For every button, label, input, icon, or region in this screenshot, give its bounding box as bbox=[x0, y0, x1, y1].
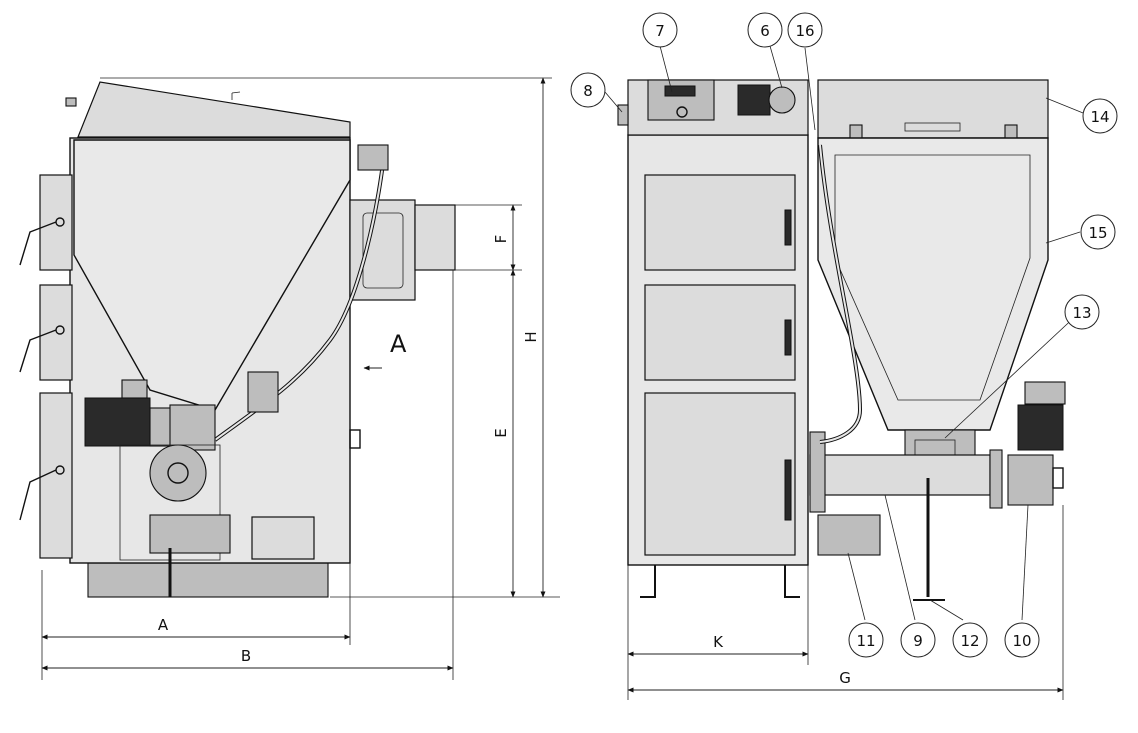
front-feeder-motor bbox=[1017, 404, 1064, 451]
callout-6: 6 bbox=[747, 12, 783, 48]
callout-8-label: 8 bbox=[583, 82, 593, 100]
callout-12: 12 bbox=[952, 622, 988, 658]
dimension-h: H bbox=[100, 77, 552, 598]
side-doors bbox=[19, 174, 73, 559]
callout-10-label: 10 bbox=[1012, 632, 1031, 650]
callout-7: 7 bbox=[642, 12, 678, 48]
front-burner-tube bbox=[809, 454, 991, 496]
side-flue-flange bbox=[349, 199, 416, 301]
front-gearbox bbox=[1007, 454, 1054, 506]
view-marker-a: A bbox=[390, 330, 407, 358]
side-hopper-lid bbox=[77, 81, 351, 138]
side-view: A A B F E bbox=[19, 77, 560, 680]
callout-11: 11 bbox=[848, 622, 884, 658]
callout-16-label: 16 bbox=[795, 22, 814, 40]
front-fan bbox=[817, 514, 881, 556]
callout-11-label: 11 bbox=[856, 632, 875, 650]
front-vent-grille bbox=[737, 84, 771, 116]
dimension-b: B bbox=[41, 270, 454, 680]
callout-9: 9 bbox=[900, 622, 936, 658]
dimension-e-label: E bbox=[492, 428, 510, 437]
front-doors bbox=[644, 174, 796, 556]
side-feeder-motor bbox=[84, 397, 151, 447]
dimension-a-label: A bbox=[158, 616, 169, 634]
side-control-box bbox=[251, 516, 315, 560]
dimension-a: A bbox=[41, 563, 351, 680]
dimension-h-label: H bbox=[522, 331, 540, 342]
front-hopper-body bbox=[817, 137, 1049, 431]
dimension-k-label: K bbox=[713, 633, 724, 651]
callout-15: 15 bbox=[1080, 214, 1116, 250]
side-flue-outlet bbox=[414, 204, 456, 271]
dimension-f-label: F bbox=[492, 235, 510, 244]
callout-16: 16 bbox=[787, 12, 823, 48]
callout-12-label: 12 bbox=[960, 632, 979, 650]
callout-leaders bbox=[604, 45, 1089, 621]
callout-15-label: 15 bbox=[1088, 224, 1107, 242]
front-view: K G 7 6 bbox=[570, 12, 1118, 700]
dimension-g-label: G bbox=[839, 669, 851, 687]
callout-7-label: 7 bbox=[655, 22, 665, 40]
side-gearbox bbox=[149, 444, 207, 502]
callout-9-label: 9 bbox=[913, 632, 923, 650]
front-thermometer bbox=[768, 86, 796, 114]
dimension-k: K bbox=[627, 565, 809, 700]
callout-6-label: 6 bbox=[760, 22, 770, 40]
side-fan-unit bbox=[149, 514, 231, 554]
callout-13-label: 13 bbox=[1072, 304, 1091, 322]
side-base-plate bbox=[87, 562, 329, 598]
dimension-f: F bbox=[455, 204, 522, 271]
callout-14: 14 bbox=[1082, 98, 1118, 134]
dimension-e: E bbox=[330, 269, 560, 598]
dimension-g: G bbox=[627, 505, 1064, 700]
callout-14-label: 14 bbox=[1090, 108, 1109, 126]
dimension-b-label: B bbox=[241, 647, 251, 665]
callout-8: 8 bbox=[570, 72, 606, 108]
callout-10: 10 bbox=[1004, 622, 1040, 658]
callout-13: 13 bbox=[1064, 294, 1100, 330]
